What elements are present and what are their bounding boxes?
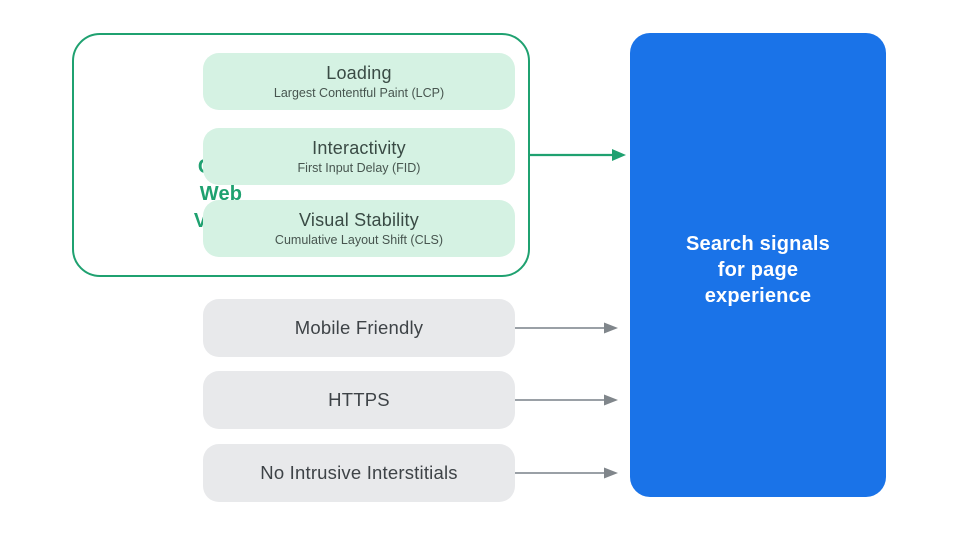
gray-arrow-icon: [515, 394, 618, 406]
result-text-line: Search signals: [686, 233, 830, 255]
search-signals-result-box: Search signals for page experience: [630, 33, 886, 497]
gray-arrow-icon: [515, 322, 618, 334]
metric-title: Loading: [326, 63, 392, 83]
metric-title: Interactivity: [312, 138, 406, 158]
metric-subtitle: Largest Contentful Paint (LCP): [273, 86, 445, 100]
metric-subtitle: Cumulative Layout Shift (CLS): [274, 233, 444, 247]
metric-subtitle: First Input Delay (FID): [297, 161, 421, 175]
signal-label: HTTPS: [328, 389, 390, 410]
result-text-line: for page: [717, 259, 799, 281]
core-web-vitals-label-line: Web: [199, 183, 243, 205]
signal-label: Mobile Friendly: [294, 317, 424, 338]
metric-card-visual-stability: Visual Stability Cumulative Layout Shift…: [203, 200, 515, 257]
metric-card-loading: Loading Largest Contentful Paint (LCP): [203, 53, 515, 110]
metric-title: Visual Stability: [299, 210, 419, 230]
signal-pill-mobile-friendly: Mobile Friendly: [203, 299, 515, 357]
signal-label: No Intrusive Interstitials: [260, 462, 458, 483]
result-text-line: experience: [704, 285, 812, 307]
signal-pill-https: HTTPS: [203, 371, 515, 429]
signal-pill-no-intrusive-interstitials: No Intrusive Interstitials: [203, 444, 515, 502]
green-arrow-icon: [529, 149, 626, 161]
metric-card-interactivity: Interactivity First Input Delay (FID): [203, 128, 515, 185]
gray-arrow-icon: [515, 467, 618, 479]
